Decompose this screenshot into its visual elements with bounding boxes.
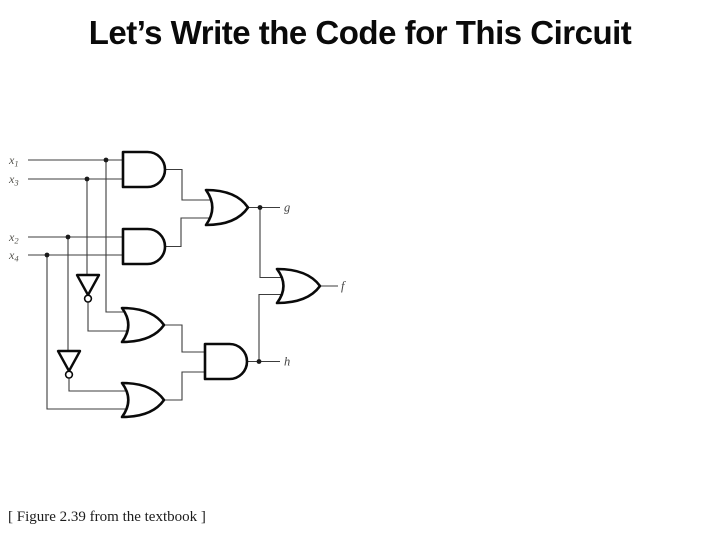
- or-gate-g: [204, 188, 250, 227]
- wire-or3-to-andh: [164, 324, 205, 353]
- input-label-x4: x4: [8, 248, 19, 264]
- figure-caption: [ Figure 2.39 from the textbook ]: [8, 509, 206, 525]
- junction-h: [256, 359, 262, 364]
- wire-h-to-orf: [258, 293, 283, 362]
- not-gate-2-bubble: [64, 370, 74, 379]
- junction-x1: [103, 157, 109, 163]
- or-gate-f: [275, 267, 322, 305]
- or-gate-4: [120, 381, 166, 419]
- junction-x3: [84, 176, 90, 182]
- input-label-x3: x3: [8, 172, 19, 188]
- not-gate-1-bubble: [83, 294, 93, 303]
- signal-label-f: f: [341, 279, 346, 293]
- signal-label-h: h: [284, 355, 290, 369]
- and-gate-1: [121, 150, 167, 189]
- and-gate-h: [203, 342, 249, 381]
- wire-and1-to-org: [165, 168, 210, 201]
- wire-not1-out: [87, 302, 128, 332]
- and-gate-2: [121, 227, 167, 266]
- wire-not2-out: [68, 378, 128, 392]
- wire-x4-branch: [46, 255, 128, 410]
- signal-label-g: g: [284, 201, 290, 215]
- not-gate-2-triangle: [56, 349, 82, 373]
- wire-g-to-orf: [259, 207, 283, 279]
- wire-x1-branch: [105, 160, 128, 313]
- input-label-x1: x1: [8, 153, 19, 169]
- slide-title: Let’s Write the Code for This Circuit: [88, 14, 632, 51]
- wire-and2-to-org: [165, 217, 210, 248]
- input-label-x2: x2: [8, 230, 19, 246]
- wire-or4-to-andh: [164, 371, 205, 401]
- junction-g: [257, 205, 263, 210]
- junction-x4: [44, 252, 50, 258]
- or-gate-3: [120, 306, 166, 344]
- not-gate-1-triangle: [75, 273, 101, 297]
- junction-x2: [65, 234, 71, 240]
